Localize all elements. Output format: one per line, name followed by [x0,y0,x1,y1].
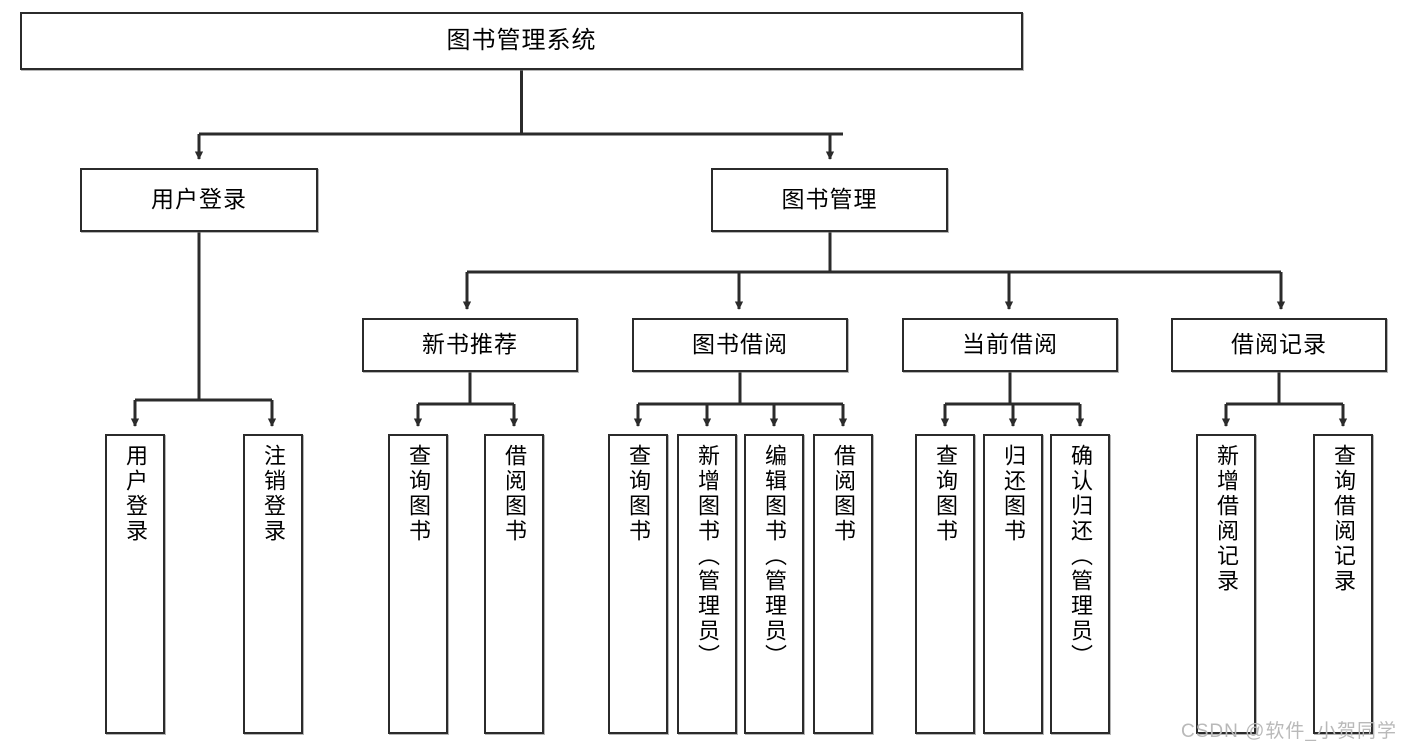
node-leaf-return-book[interactable]: 归还图书 [983,434,1043,734]
node-label: 新书推荐 [422,331,518,358]
node-leaf-query-borrow-record[interactable]: 查询借阅记录 [1313,434,1373,734]
node-leaf-user-login[interactable]: 用户登录 [105,434,165,734]
node-new-book-recommend[interactable]: 新书推荐 [362,318,578,372]
node-label: 用户登录 [123,444,148,544]
node-user-login[interactable]: 用户登录 [80,168,318,232]
node-leaf-query-book-current[interactable]: 查询图书 [915,434,975,734]
node-label: 编辑图书（管理员） [762,444,787,669]
node-label: 注销登录 [261,444,286,544]
node-current-borrow[interactable]: 当前借阅 [902,318,1118,372]
node-label: 新增借阅记录 [1214,444,1239,594]
node-label: 查询借阅记录 [1331,444,1356,594]
node-borrow-record[interactable]: 借阅记录 [1171,318,1387,372]
node-label: 图书管理系统 [446,26,597,54]
node-label: 查询图书 [933,444,958,544]
node-label: 确认归还（管理员） [1068,444,1093,669]
node-label: 归还图书 [1001,444,1026,544]
node-leaf-confirm-return[interactable]: 确认归还（管理员） [1050,434,1110,734]
node-root-system[interactable]: 图书管理系统 [20,12,1023,70]
node-leaf-add-borrow-record[interactable]: 新增借阅记录 [1196,434,1256,734]
node-leaf-query-book[interactable]: 查询图书 [608,434,668,734]
node-leaf-user-logout[interactable]: 注销登录 [243,434,303,734]
node-label: 图书管理 [781,186,878,213]
node-book-management[interactable]: 图书管理 [711,168,948,232]
node-leaf-query-book-new[interactable]: 查询图书 [388,434,448,734]
node-leaf-borrow-book[interactable]: 借阅图书 [813,434,873,734]
node-label: 图书借阅 [692,331,788,358]
node-label: 当前借阅 [962,331,1058,358]
node-leaf-borrow-book-new[interactable]: 借阅图书 [484,434,544,734]
node-label: 查询图书 [626,444,651,544]
node-label: 借阅记录 [1231,331,1327,358]
node-leaf-edit-book-admin[interactable]: 编辑图书（管理员） [744,434,804,734]
node-label: 查询图书 [406,444,431,544]
node-label: 借阅图书 [831,444,856,544]
node-label: 借阅图书 [502,444,527,544]
node-label: 用户登录 [151,186,247,213]
node-book-borrow[interactable]: 图书借阅 [632,318,848,372]
node-label: 新增图书（管理员） [695,444,720,669]
node-leaf-add-book-admin[interactable]: 新增图书（管理员） [677,434,737,734]
watermark: CSDN @软件_小贺同学 [1181,721,1397,742]
